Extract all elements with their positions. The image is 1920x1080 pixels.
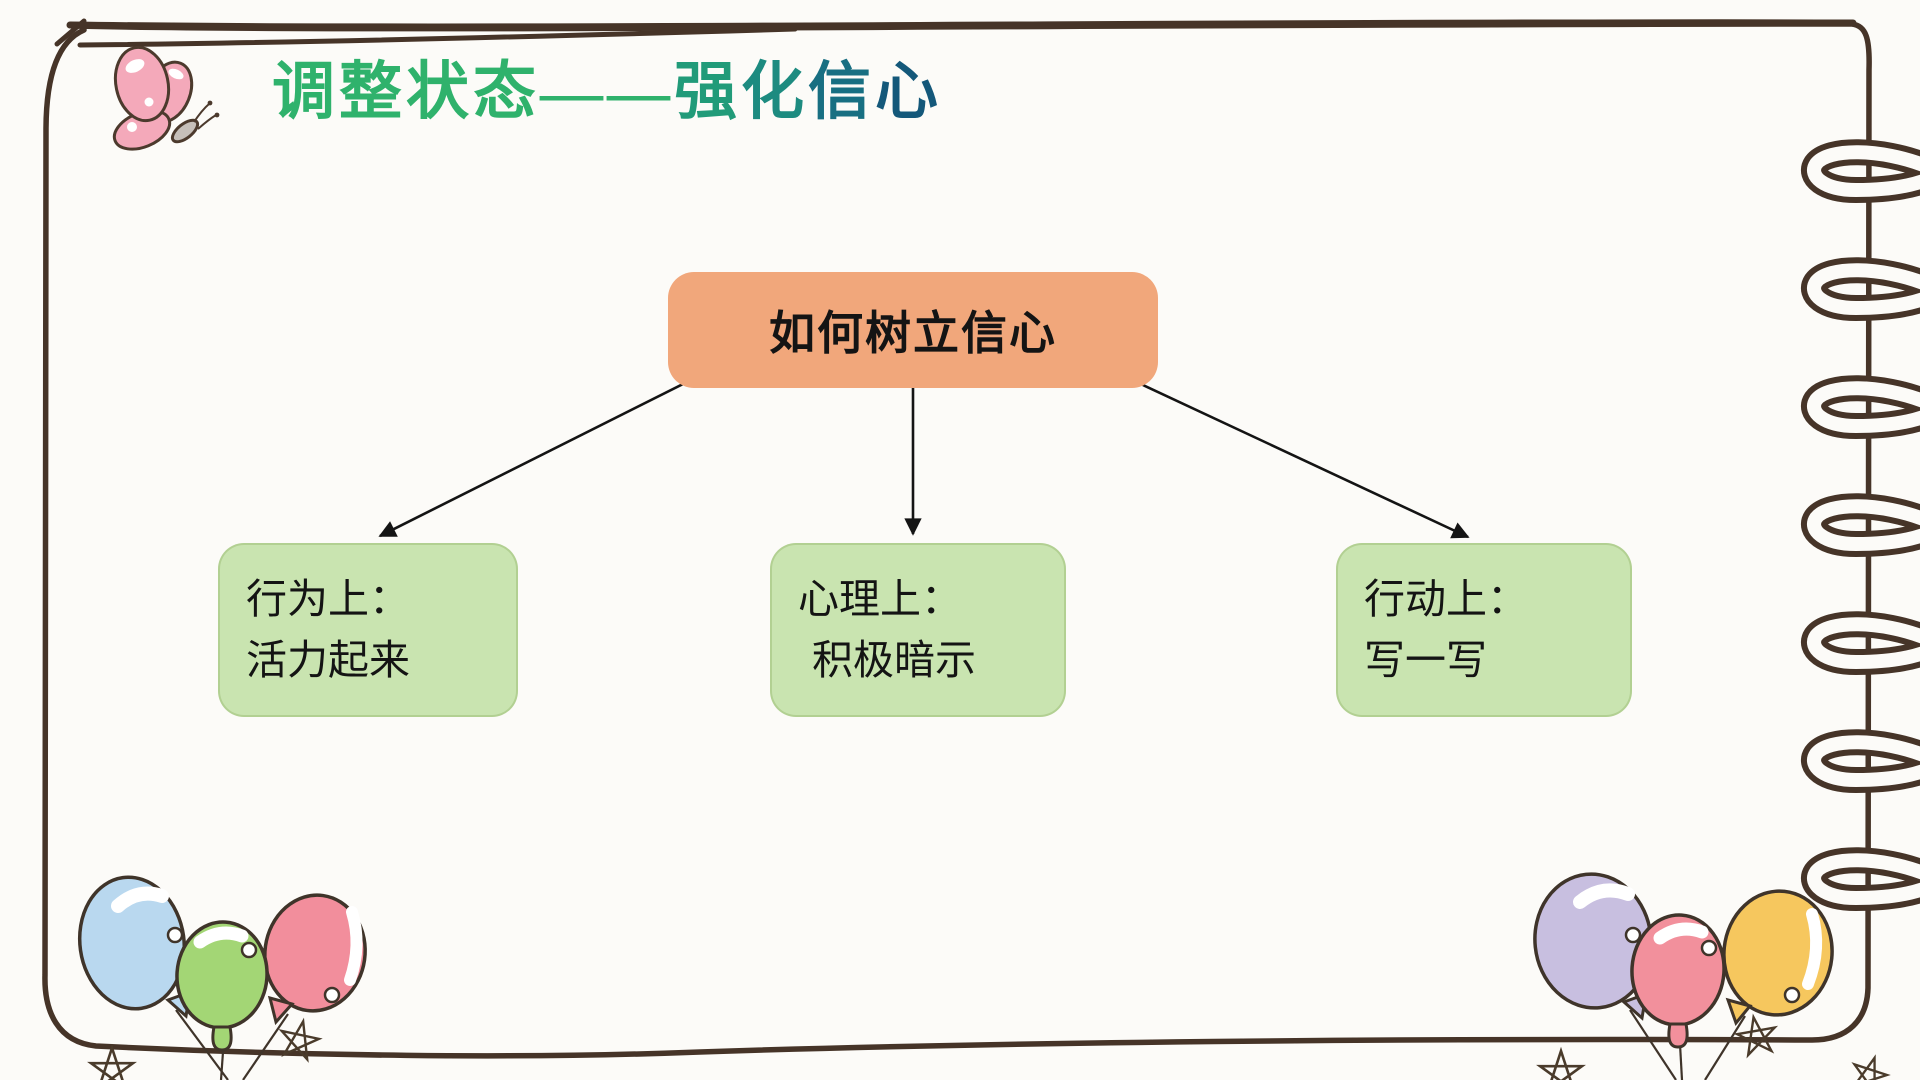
page-frame bbox=[42, 18, 1872, 1059]
diagram-branch-action: 行动上： 写一写 bbox=[1336, 543, 1632, 717]
branch-line2: 写一写 bbox=[1364, 637, 1487, 683]
title-part: 化 bbox=[741, 57, 808, 127]
title-part: 信 bbox=[808, 57, 875, 127]
balloons-right-icon bbox=[1533, 872, 1892, 1080]
connector-arrows bbox=[378, 376, 1470, 539]
title-part: 强 bbox=[674, 57, 741, 127]
diagram-root-node: 如何树立信心 bbox=[668, 272, 1158, 388]
branch-line1: 行动上： bbox=[1364, 575, 1528, 622]
title-part: 调整状态—— bbox=[272, 57, 674, 127]
branch-line2: 积极暗示 bbox=[812, 637, 976, 683]
balloons-left-icon bbox=[77, 875, 367, 1080]
branch-line1: 行为上： bbox=[246, 575, 410, 622]
title-part: 心 bbox=[875, 57, 942, 127]
diagram-branch-behavior: 行为上： 活力起来 bbox=[218, 543, 518, 717]
diagram-branch-psychology: 心理上： 积极暗示 bbox=[770, 543, 1066, 717]
slide-title: 调整状态——强化信心 bbox=[272, 57, 942, 127]
arrow-to-branch-3 bbox=[1127, 376, 1470, 539]
arrow-to-branch-1 bbox=[378, 376, 696, 538]
butterfly-icon bbox=[112, 45, 220, 151]
branch-line2: 活力起来 bbox=[246, 637, 410, 683]
root-node-label: 如何树立信心 bbox=[769, 307, 1057, 359]
branch-line1: 心理上： bbox=[798, 575, 962, 622]
